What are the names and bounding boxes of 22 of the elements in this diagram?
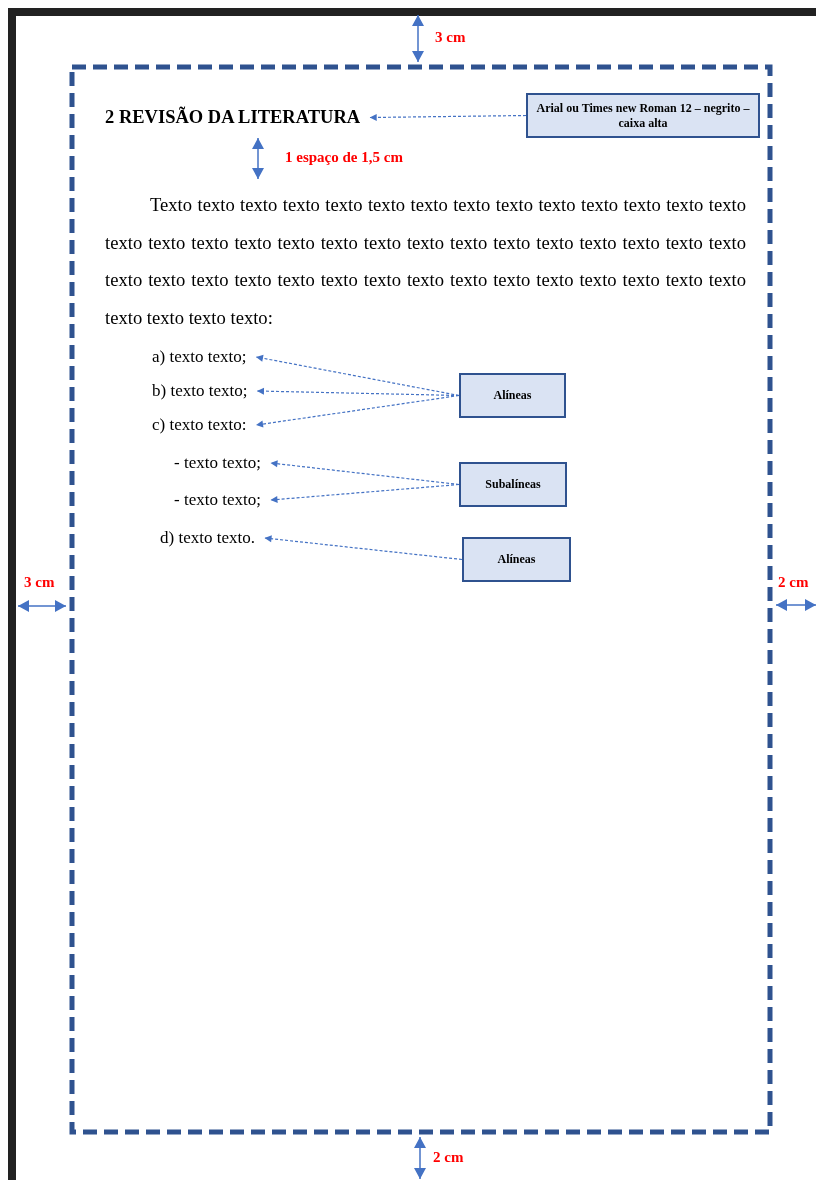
dimension-label: 2 cm — [433, 1149, 464, 1166]
body-paragraph: Texto texto texto texto texto texto texto texto texto texto texto texto texto texto texto texto texto texto texto texto texto texto texto texto texto texto texto texto texto texto texto texto texto texto texto texto texto texto texto texto texto texto texto texto texto texto texto texto: — [105, 193, 746, 330]
leader-arrow — [270, 483, 460, 503]
leader-arrow — [255, 394, 460, 428]
list-item: - texto texto; — [174, 453, 261, 473]
leader-arrow — [264, 535, 463, 561]
dimension-label: 3 cm — [24, 574, 55, 591]
dimension-label: 2 cm — [778, 574, 809, 591]
dimension-label: 3 cm — [435, 29, 466, 46]
list-item: a) texto texto; — [152, 347, 247, 367]
list-item: d) texto texto. — [160, 528, 255, 548]
list-item: b) texto texto; — [152, 381, 248, 401]
annotation-box: Subalíneas — [459, 462, 567, 507]
annotation-box: Arial ou Times new Roman 12 – negrito – caixa alta — [526, 93, 760, 138]
list-item: - texto texto; — [174, 490, 261, 510]
list-item: c) texto texto: — [152, 415, 247, 435]
spacing-label: 1 espaço de 1,5 cm — [285, 149, 403, 166]
annotation-box: Alíneas — [462, 537, 571, 582]
section-heading: 2 REVISÃO DA LITERATURA — [105, 107, 361, 128]
leader-arrow — [369, 113, 527, 121]
leader-arrow — [255, 354, 460, 397]
annotation-box: Alíneas — [459, 373, 566, 418]
